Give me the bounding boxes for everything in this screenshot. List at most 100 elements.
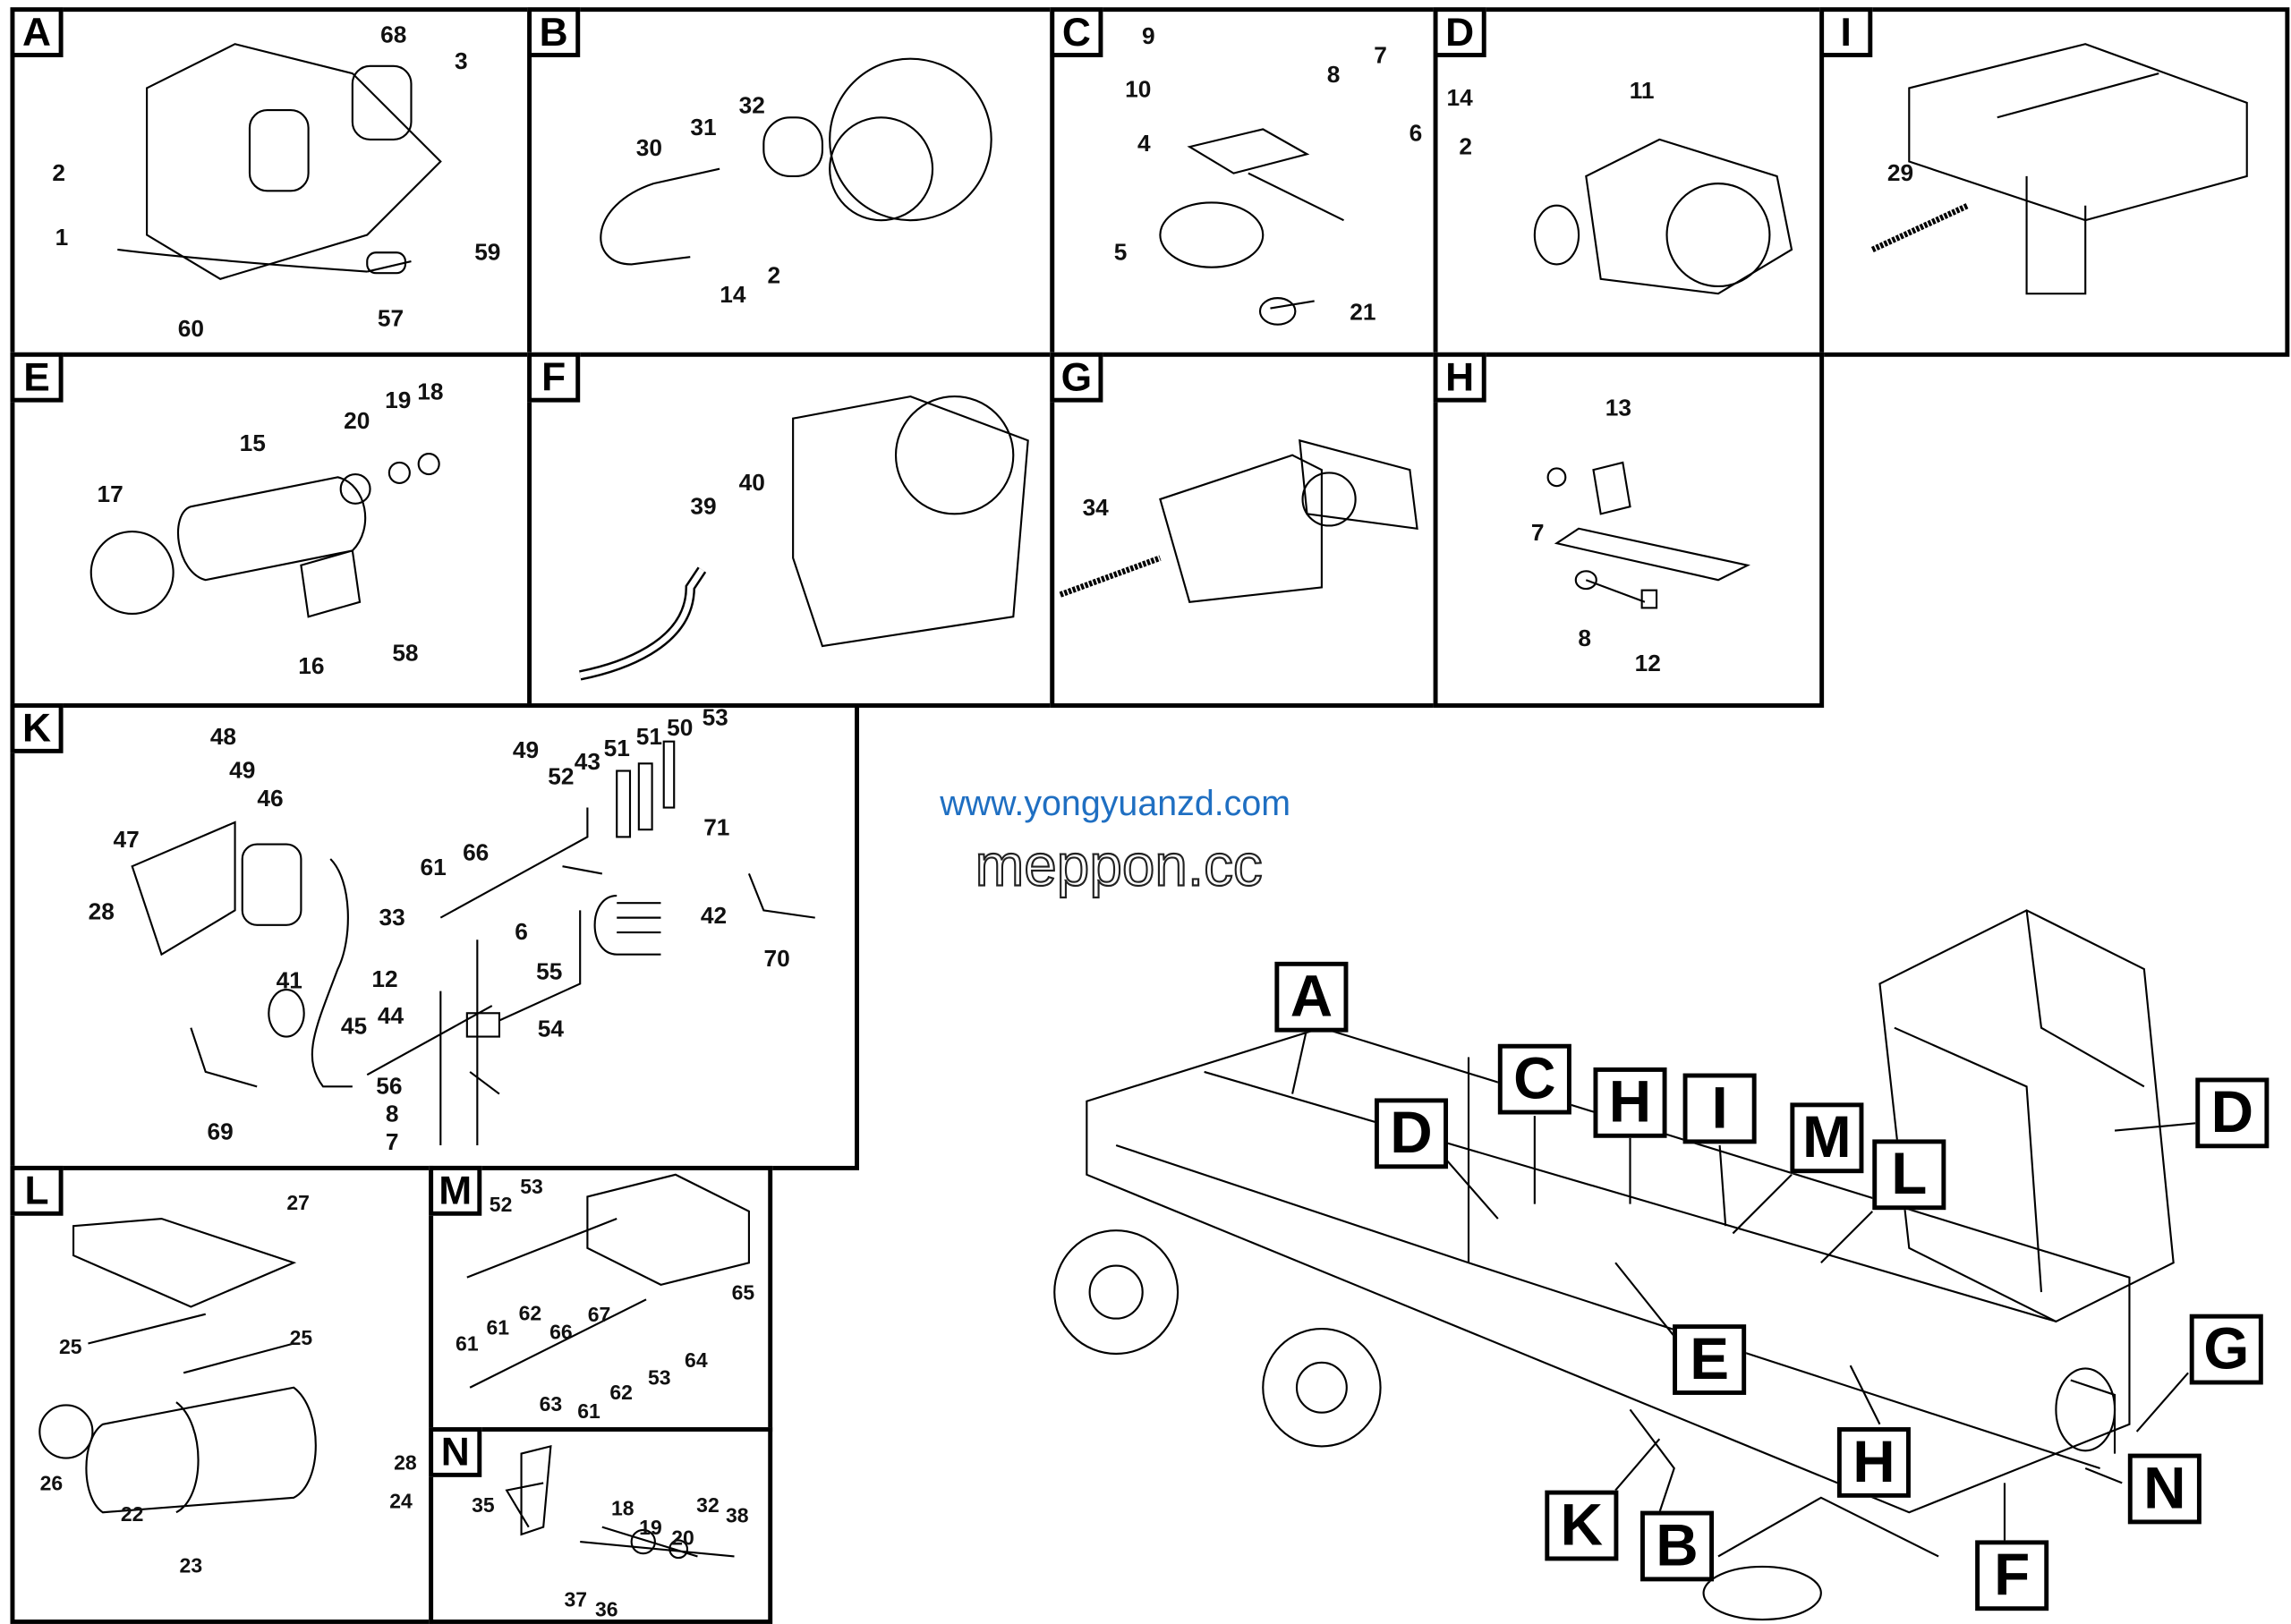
callout-label: 62	[609, 1380, 633, 1404]
panel-I	[1819, 7, 2290, 357]
panel-letter-K: K	[10, 703, 64, 753]
overview-callout-L: L	[1872, 1139, 1946, 1211]
overview-callout-E: E	[1673, 1324, 1747, 1395]
callout-label: 10	[1125, 77, 1152, 103]
callout-label: 49	[512, 738, 540, 764]
callout-label: 3	[454, 49, 468, 75]
callout-label: 15	[239, 431, 266, 457]
valve-drawing	[1159, 128, 1344, 326]
overview-callout-K: K	[1545, 1490, 1619, 1561]
callout-label: 51	[635, 725, 662, 751]
callout-label: 28	[88, 899, 115, 925]
callout-label: 44	[377, 1004, 405, 1030]
callout-label: 52	[489, 1192, 513, 1216]
panel-F	[527, 352, 1055, 708]
callout-label: 67	[587, 1302, 611, 1326]
callout-label: 19	[385, 388, 412, 414]
callout-label: 47	[113, 828, 140, 854]
callout-label: 53	[648, 1365, 671, 1390]
overview-callout-H: H	[1836, 1427, 1911, 1498]
panel-letter-M: M	[429, 1165, 482, 1216]
callout-label: 46	[257, 786, 284, 812]
callout-label: 7	[1374, 44, 1387, 70]
callout-label: 6	[515, 920, 528, 946]
overview-callout-H: H	[1593, 1067, 1667, 1138]
overview-callout-D: D	[1374, 1098, 1449, 1169]
callout-label: 12	[371, 967, 398, 993]
callout-label: 8	[385, 1102, 399, 1128]
panel-letter-F: F	[527, 352, 581, 403]
callout-label: 61	[577, 1399, 600, 1424]
callout-label: 19	[639, 1515, 662, 1539]
callout-label: 59	[474, 241, 501, 267]
callout-label: 2	[767, 264, 781, 290]
callout-label: 38	[726, 1503, 749, 1527]
brake-valve-drawing	[505, 1444, 735, 1560]
callout-label: 4	[1137, 132, 1151, 157]
callout-label: 20	[344, 409, 370, 435]
callout-label: 12	[1634, 651, 1661, 677]
callout-label: 33	[379, 906, 405, 931]
panel-letter-C: C	[1050, 7, 1103, 57]
callout-label: 18	[417, 380, 444, 405]
panel-M	[429, 1165, 773, 1432]
callout-label: 60	[177, 317, 204, 343]
overview-callout-I: I	[1682, 1073, 1757, 1144]
module-drawing	[466, 1173, 750, 1389]
callout-label: 57	[377, 306, 405, 332]
callout-label: 26	[39, 1471, 64, 1495]
callout-label: 24	[389, 1488, 413, 1513]
panel-letter-B: B	[527, 7, 581, 57]
panel-A	[10, 7, 532, 357]
callout-label: 22	[120, 1501, 144, 1526]
callout-label: 61	[456, 1331, 479, 1356]
callout-label: 61	[486, 1315, 510, 1339]
callout-label: 39	[690, 495, 717, 520]
watermark-secondary: meppon.cc	[975, 833, 1264, 899]
callout-label: 40	[738, 471, 765, 497]
callout-label: 37	[564, 1586, 588, 1611]
panel-H	[1433, 352, 1825, 708]
axle-drawing	[1533, 138, 1793, 295]
callout-label: 23	[179, 1553, 203, 1577]
callout-label: 31	[690, 115, 717, 141]
callout-label: 48	[209, 725, 237, 751]
callout-label: 66	[549, 1320, 573, 1344]
callout-label: 54	[537, 1017, 564, 1043]
engine-drawing	[579, 395, 1029, 681]
panel-letter-G: G	[1050, 352, 1103, 403]
frame-drawing	[1870, 43, 2248, 295]
callout-label: 7	[1530, 521, 1545, 547]
callout-label: 8	[1578, 626, 1591, 652]
overview-callout-F: F	[1975, 1540, 2049, 1611]
overview-callout-C: C	[1497, 1043, 1571, 1115]
callout-label: 2	[1459, 134, 1473, 160]
callout-label: 53	[520, 1174, 543, 1199]
callout-label: 27	[286, 1190, 310, 1215]
overview-callout-A: A	[1274, 961, 1349, 1033]
panel-K	[10, 703, 859, 1170]
callout-label: 7	[385, 1130, 399, 1156]
callout-label: 17	[97, 482, 123, 508]
callout-label: 30	[635, 136, 662, 162]
callout-label: 55	[536, 960, 563, 986]
bracket-drawing	[1059, 438, 1418, 603]
callout-label: 25	[289, 1325, 313, 1350]
callout-label: 56	[376, 1075, 403, 1101]
overview-callout-B: B	[1639, 1510, 1715, 1582]
overview-callout-D: D	[2195, 1077, 2270, 1149]
callout-label: 36	[594, 1597, 618, 1621]
watermark-primary: www.yongyuanzd.com	[940, 784, 1291, 824]
callout-label: 45	[340, 1014, 368, 1040]
callout-label: 49	[229, 759, 256, 785]
callout-label: 32	[696, 1492, 720, 1518]
callout-label: 65	[731, 1280, 755, 1305]
callout-label: 2	[52, 161, 65, 187]
wheel-hub-drawing	[600, 57, 992, 266]
panel-letter-I: I	[1819, 7, 1873, 57]
callout-label: 6	[1409, 122, 1423, 148]
callout-label: 16	[298, 654, 325, 680]
callout-label: 11	[1629, 79, 1655, 105]
callout-label: 42	[700, 904, 728, 930]
